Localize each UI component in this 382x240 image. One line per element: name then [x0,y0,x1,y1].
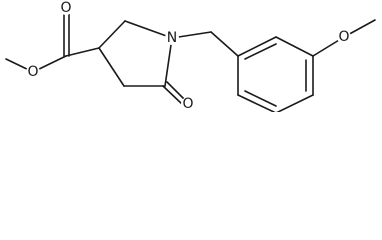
bond-b5-b6 [237,94,276,112]
lactam-oxygen-label: O [182,96,193,112]
bond-b4-b5 [276,94,314,112]
bond-inner-b5-b6 [244,90,277,107]
ester-oxygen-label: O [27,64,38,80]
bond-b1-b2 [237,36,277,57]
bond-c2-n [124,20,173,39]
ester-oxygen: O [26,64,40,80]
chemical-structure: O O N O O [5,0,376,112]
bond-ch2-ring [210,31,239,57]
bond-inner-b1-b2 [244,43,277,60]
bond-n-c5 [164,37,173,87]
ester-carbonyl-oxygen-label: O [60,0,71,16]
atom-labels: O O N O O [26,0,351,112]
lactam-oxygen: O [181,96,195,112]
ester-carbonyl-oxygen: O [59,0,73,16]
bond-b2-b3 [275,36,314,57]
bond-c3-c2 [98,20,126,49]
pyrrolidinone-ring [98,20,187,106]
ring-nitrogen: N [165,30,179,46]
methyl-ester-group [5,13,100,73]
methoxy-oxygen: O [337,29,351,45]
methoxy-oxygen-label: O [338,29,349,45]
bond-lactam-co-2 [166,81,187,102]
bond-lactam-co-1 [162,85,184,106]
ring-nitrogen-label: N [167,30,177,46]
bond-c4-c3 [98,47,125,87]
bond-carbonyl-ring [65,47,100,57]
